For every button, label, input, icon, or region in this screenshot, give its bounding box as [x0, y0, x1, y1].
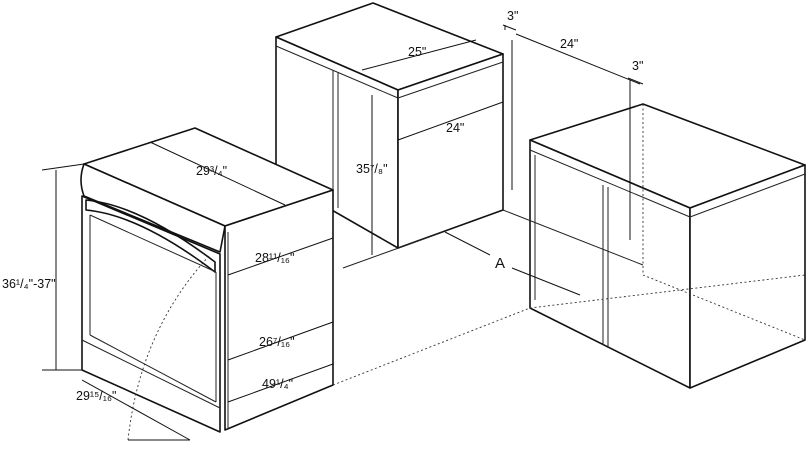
label-cabinet-width: 25" — [408, 45, 426, 59]
label-unit-width-top: 29³/₄" — [196, 164, 227, 178]
label-point-a: A — [495, 255, 505, 272]
label-total-depth: 49¹/₄" — [262, 377, 293, 391]
label-cabinet-height: 35⁷/₈" — [356, 162, 388, 176]
dimension-labels: 3" 24" 3" 25" 24" 35⁷/₈" 29³/₄" 28¹¹/₁₆"… — [2, 9, 643, 403]
label-clearance-side: 3" — [632, 59, 643, 73]
label-base-depth: 26⁷/₁₆" — [259, 335, 295, 349]
label-door-height: 28¹¹/₁₆" — [255, 251, 294, 265]
label-clearance-top: 3" — [507, 9, 518, 23]
label-unit-width-bottom: 29¹⁵/₁₆" — [76, 389, 116, 403]
dimension-lines — [41, 24, 644, 441]
label-cabinet-depth: 24" — [446, 121, 464, 135]
floor-guides — [127, 104, 806, 441]
label-depth-24: 24" — [560, 37, 578, 51]
label-unit-height: 36¹/₄"-37" — [2, 277, 56, 291]
dishwasher — [80, 127, 334, 433]
right-cabinet — [529, 103, 806, 389]
